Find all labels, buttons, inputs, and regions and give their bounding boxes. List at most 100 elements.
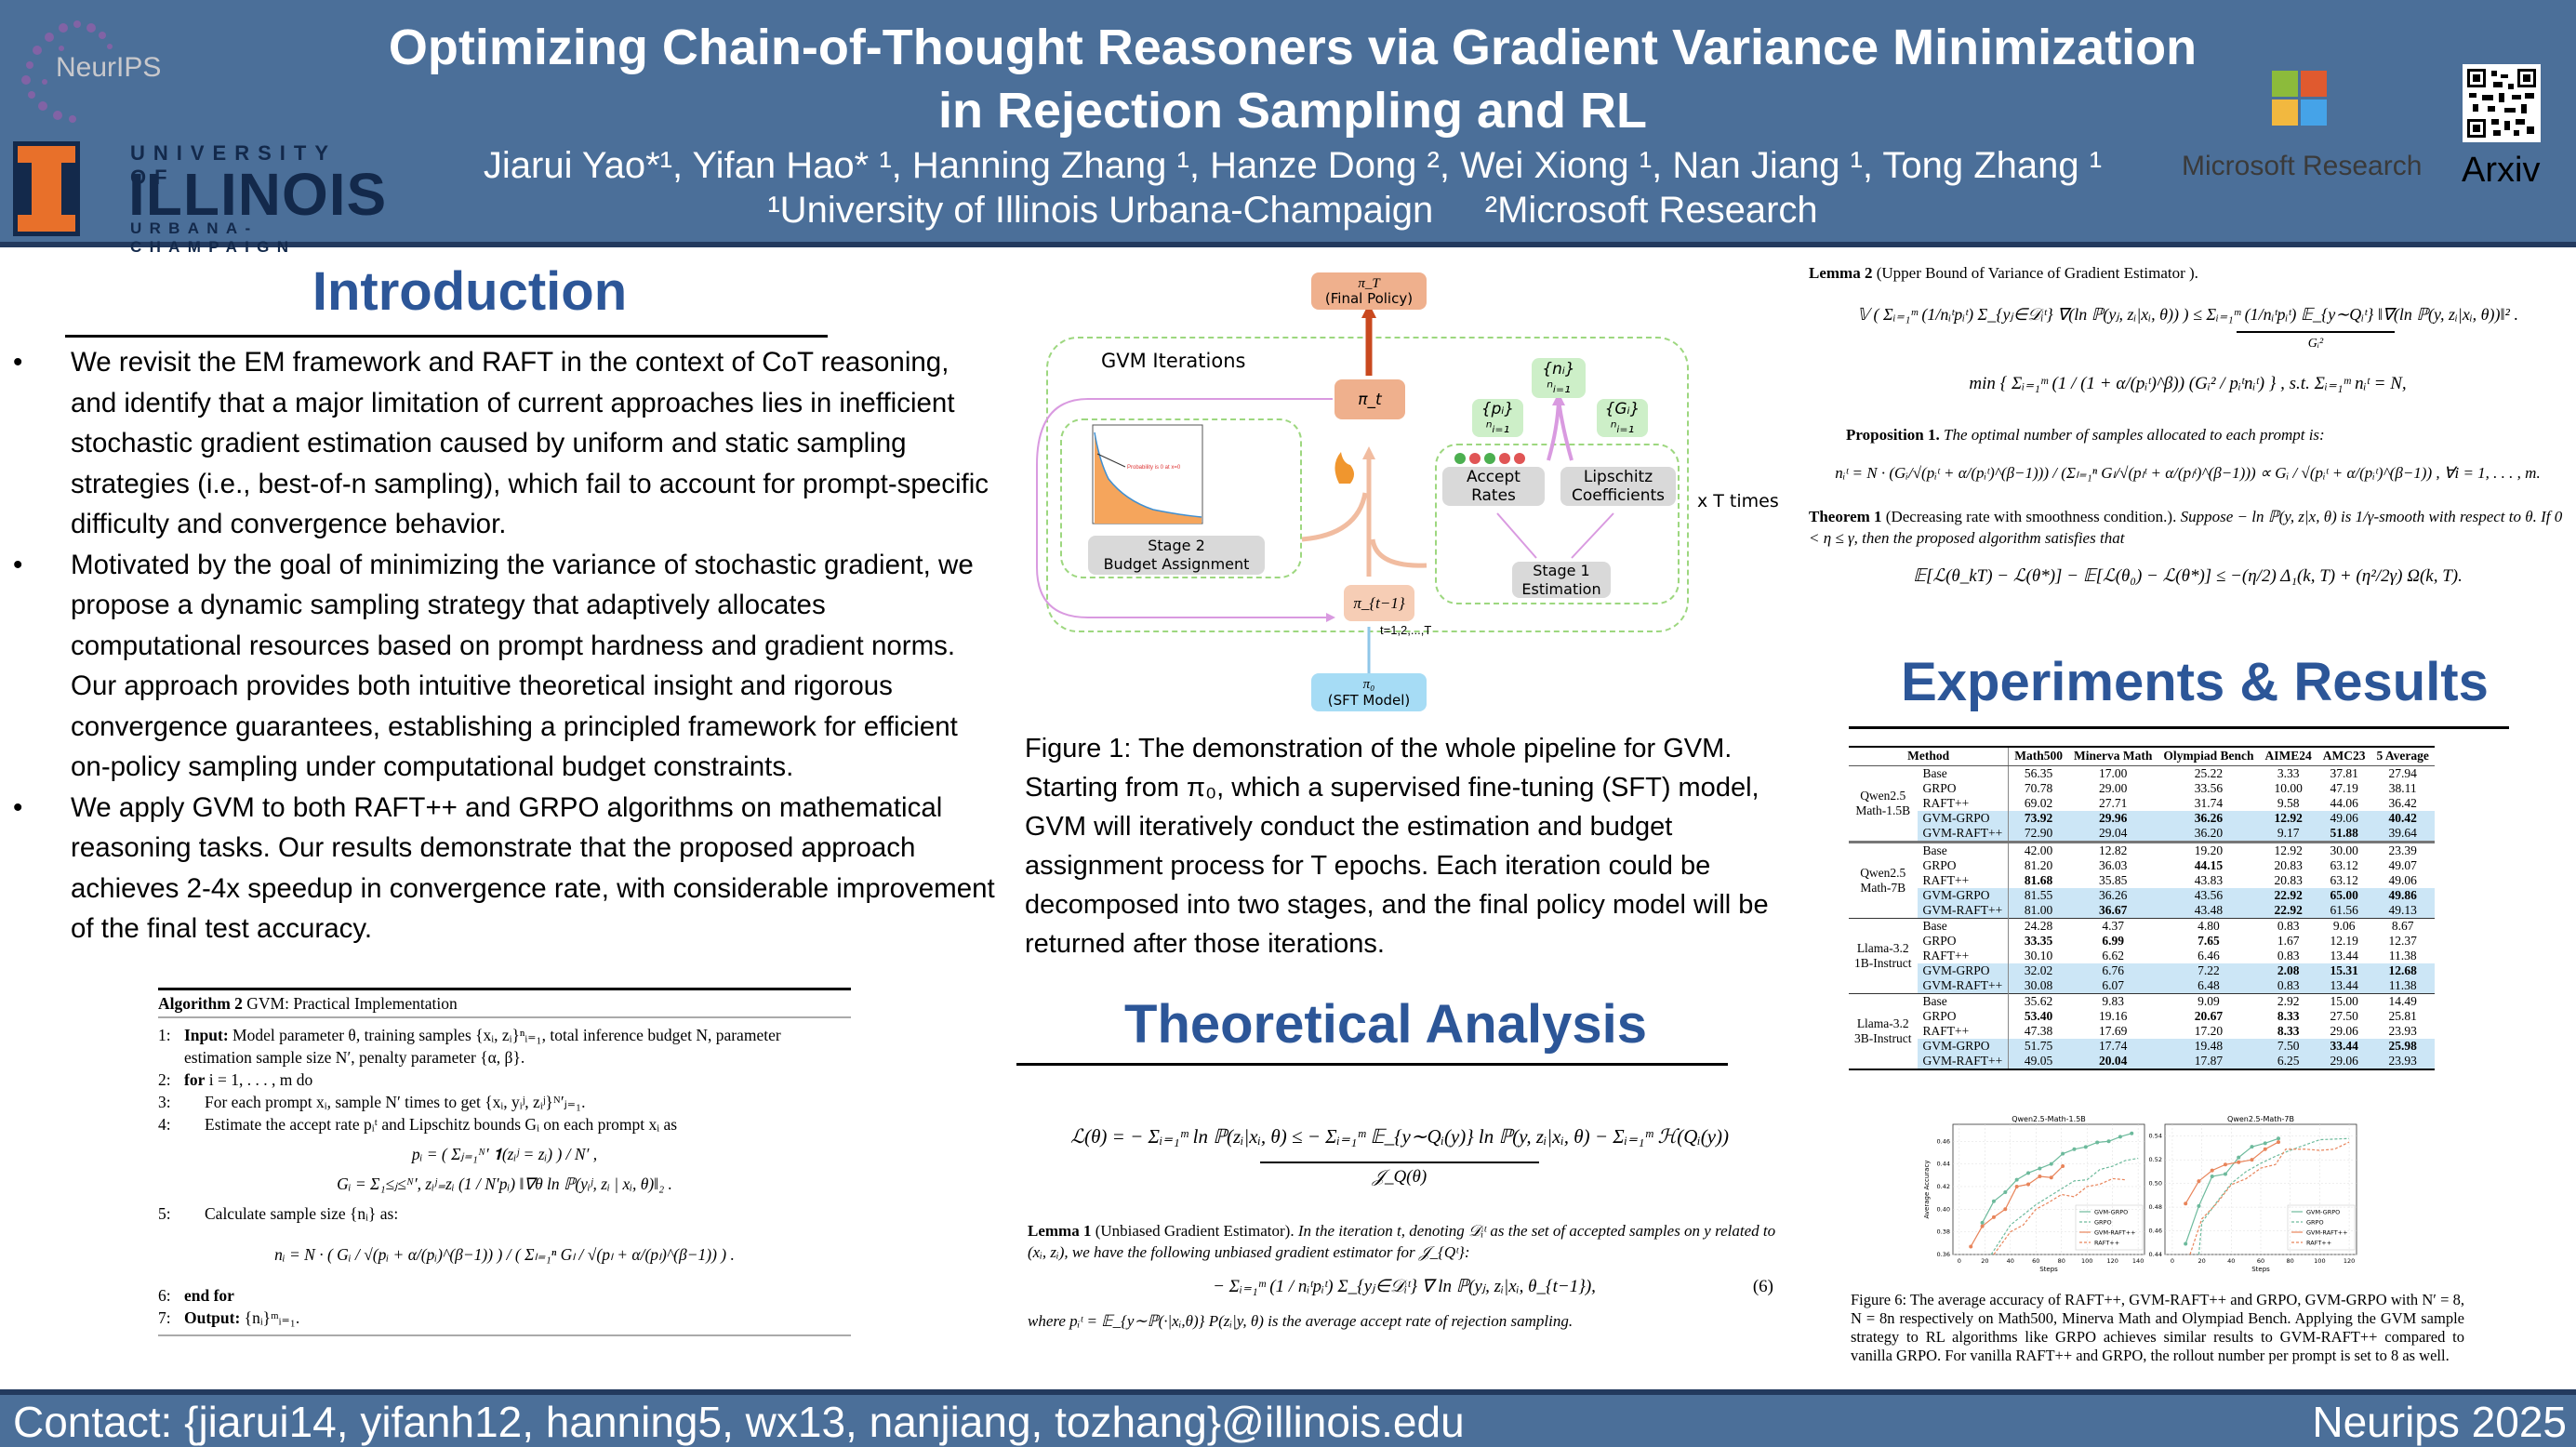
value-cell: 6.46 [2198,948,2220,962]
value-cell: 65.00 [2317,887,2371,903]
value-cell: 7.50 [2259,1038,2317,1054]
value-cell: 33.44 [2317,1038,2371,1054]
value-cell: 17.20 [2194,1023,2224,1038]
value-cell: 0.83 [2259,977,2317,993]
poster-title: Optimizing Chain-of-Thought Reasoners vi… [388,20,2198,75]
x-tick-label: 60 [2257,1257,2264,1265]
data-point [2184,1241,2188,1246]
data-point [2210,1168,2214,1173]
data-point [2277,1140,2281,1145]
theory-divider [1016,1063,1728,1066]
legend-label: GVM-RAFT++ [2094,1229,2136,1237]
x-tick-label: 100 [2314,1257,2325,1265]
data-point [2250,1158,2254,1162]
legend-label: GVM-GRPO [2094,1209,2128,1216]
value-cell: 36.26 [2067,887,2158,903]
value-cell: 81.20 [2024,857,2053,872]
column-header: Olympiad Bench [2158,747,2260,766]
legend-label: RAFT++ [2094,1240,2119,1247]
mini-distribution-chart [1092,424,1203,524]
value-cell: 36.42 [2388,795,2417,810]
data-point [2061,1164,2065,1169]
value-cell: 31.74 [2194,795,2224,810]
value-cell: 29.00 [2098,780,2128,795]
method-cell: GVM-GRPO [1917,810,2010,826]
value-cell: 49.06 [2388,872,2417,887]
value-cell: 0.83 [2277,948,2300,962]
algorithm-equation: pᵢ = ( Σⱼ₌₁ᴺ′ 𝟏(zᵢʲ = zᵢ) ) / N′ , [411,1145,598,1163]
value-cell: 17.87 [2158,1053,2260,1069]
value-cell: 36.67 [2067,902,2158,918]
value-cell: 36.20 [2158,825,2260,842]
value-cell: 1.67 [2277,933,2300,948]
theoretical-analysis-heading: Theoretical Analysis [1124,994,1647,1055]
poster-title-line2: in Rejection Sampling and RL [937,83,1648,139]
value-cell: 6.07 [2067,977,2158,993]
model-group-label: Llama-3.2 3B-Instruct [1849,992,1918,1069]
value-cell: 36.03 [2098,857,2128,872]
value-cell: 4.37 [2067,917,2158,934]
column-header: AIME24 [2259,747,2317,766]
legend-label: GVM-RAFT++ [2306,1229,2348,1237]
data-point [1991,1215,1996,1219]
convergence-equation: 𝔼[ℒ(θ_kT) − ℒ(θ*)] − 𝔼[ℒ(θ₀) − ℒ(θ*)] ≤ … [1913,566,2463,586]
method-cell: GVM-RAFT++ [1917,977,2010,993]
y-tick-label: 0.46 [2149,1228,2162,1235]
arxiv-qr-code[interactable] [2463,64,2541,142]
value-cell: 25.98 [2370,1038,2435,1054]
y-tick-label: 0.40 [1937,1205,1950,1213]
qr-code-icon [2467,69,2536,138]
value-cell: 13.44 [2330,948,2358,962]
value-cell: 15.31 [2317,962,2371,978]
legend-label: GRPO [2306,1219,2324,1227]
legend-box [2075,1204,2144,1251]
value-cell: 12.68 [2370,962,2435,978]
value-cell: 24.28 [2008,917,2068,934]
x-tick-label: 100 [2081,1257,2092,1265]
value-cell: 2.92 [2259,992,2317,1009]
value-cell: 39.64 [2370,825,2435,842]
value-cell: 53.40 [2024,1008,2053,1023]
data-point [2210,1175,2214,1178]
value-cell: 23.39 [2370,840,2435,858]
svg-text:Probability is 0 at x=0: Probability is 0 at x=0 [1127,465,1181,471]
series-line-grpo [1990,1157,2139,1255]
value-cell: 32.02 [2008,962,2068,978]
x-tick-label: 0 [1958,1257,1961,1265]
figure1-caption: Figure 1: The demonstration of the whole… [1025,734,1769,959]
series-line-grpo [2198,1137,2350,1255]
microsoft-squares-icon [2272,71,2328,126]
value-cell: 49.05 [2008,1053,2068,1069]
value-cell: 47.38 [2024,1023,2053,1038]
method-cell: GRPO [1917,780,2010,796]
value-cell: 42.00 [2008,840,2068,858]
lemma2-block: Lemma 2 (Upper Bound of Variance of Grad… [1809,262,2567,587]
method-cell: RAFT++ [1917,1023,2010,1039]
method-cell: RAFT++ [1917,795,2010,811]
algorithm-line: 2:for i = 1, . . . , m do [158,1070,313,1089]
series-line-gvm-grpo [1982,1133,2132,1224]
x-axis-label: Steps [2251,1266,2270,1273]
value-cell: 72.90 [2008,825,2068,842]
value-cell: 6.48 [2158,977,2260,993]
data-point [2003,1190,2008,1195]
value-cell: 19.20 [2158,840,2260,858]
intro-bullet: Motivated by the goal of minimizing the … [13,545,999,788]
value-cell: 17.00 [2098,765,2128,780]
legend-label: RAFT++ [2306,1240,2331,1247]
value-cell: 27.50 [2330,1008,2358,1023]
figure6-caption: Figure 6: The average accuracy of RAFT++… [1851,1291,2464,1364]
value-cell: 14.49 [2370,992,2435,1009]
value-cell: 49.06 [2317,810,2371,826]
poster-header: NeurIPS UNIVERSITY OF ILLINOIS URBANA-CH… [0,0,2576,256]
n-set-node: {nᵢ}ⁿᵢ₌₁ [1532,358,1586,398]
y-tick-label: 0.38 [1937,1228,1950,1236]
arxiv-label[interactable]: Arxiv [2462,151,2541,190]
value-cell: 29.06 [2317,1053,2371,1069]
value-cell: 6.76 [2067,962,2158,978]
